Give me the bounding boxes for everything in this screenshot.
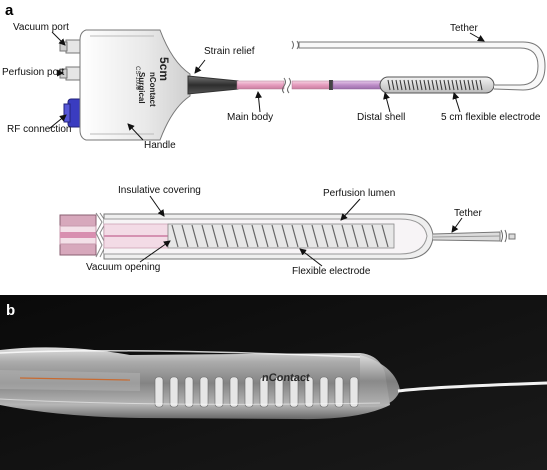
flexible-electrode-coil: [387, 79, 483, 91]
label-tether-bottom: Tether: [454, 208, 482, 219]
handle-body: [79, 29, 191, 141]
label-distal-shell: Distal shell: [357, 112, 406, 123]
label-perfusion-lumen: Perfusion lumen: [323, 188, 396, 199]
label-rf-connection: RF connection: [7, 124, 72, 135]
catheter-schematic: [49, 29, 546, 267]
label-main-body: Main body: [227, 112, 274, 123]
label-flexible-electrode: Flexible electrode: [292, 266, 371, 277]
label-perfusion-port: Perfusion port: [2, 67, 65, 78]
device-brand-text: nContact: [261, 372, 311, 384]
panel-b-letter: b: [6, 302, 16, 319]
strain-relief: [187, 75, 239, 95]
label-5cm-flexible-electrode: 5 cm flexible electrode: [441, 112, 541, 123]
handle-code-text: CS-1005: [133, 66, 140, 90]
label-insulative-covering: Insulative covering: [118, 185, 201, 196]
cross-section: [59, 212, 516, 260]
label-vacuum-port: Vacuum port: [13, 22, 69, 33]
label-handle: Handle: [144, 140, 176, 151]
vacuum-port: [59, 39, 81, 54]
label-tether-top: Tether: [450, 23, 478, 34]
label-vacuum-opening: Vacuum opening: [86, 262, 161, 273]
label-strain-relief: Strain relief: [204, 46, 255, 57]
device-photo: [0, 295, 547, 470]
panel-b-photo: b: [0, 295, 547, 470]
panel-a: a: [2, 2, 546, 277]
handle-size-text: 5cm: [157, 56, 172, 82]
panel-a-letter: a: [5, 2, 14, 19]
main-body: [236, 80, 285, 90]
